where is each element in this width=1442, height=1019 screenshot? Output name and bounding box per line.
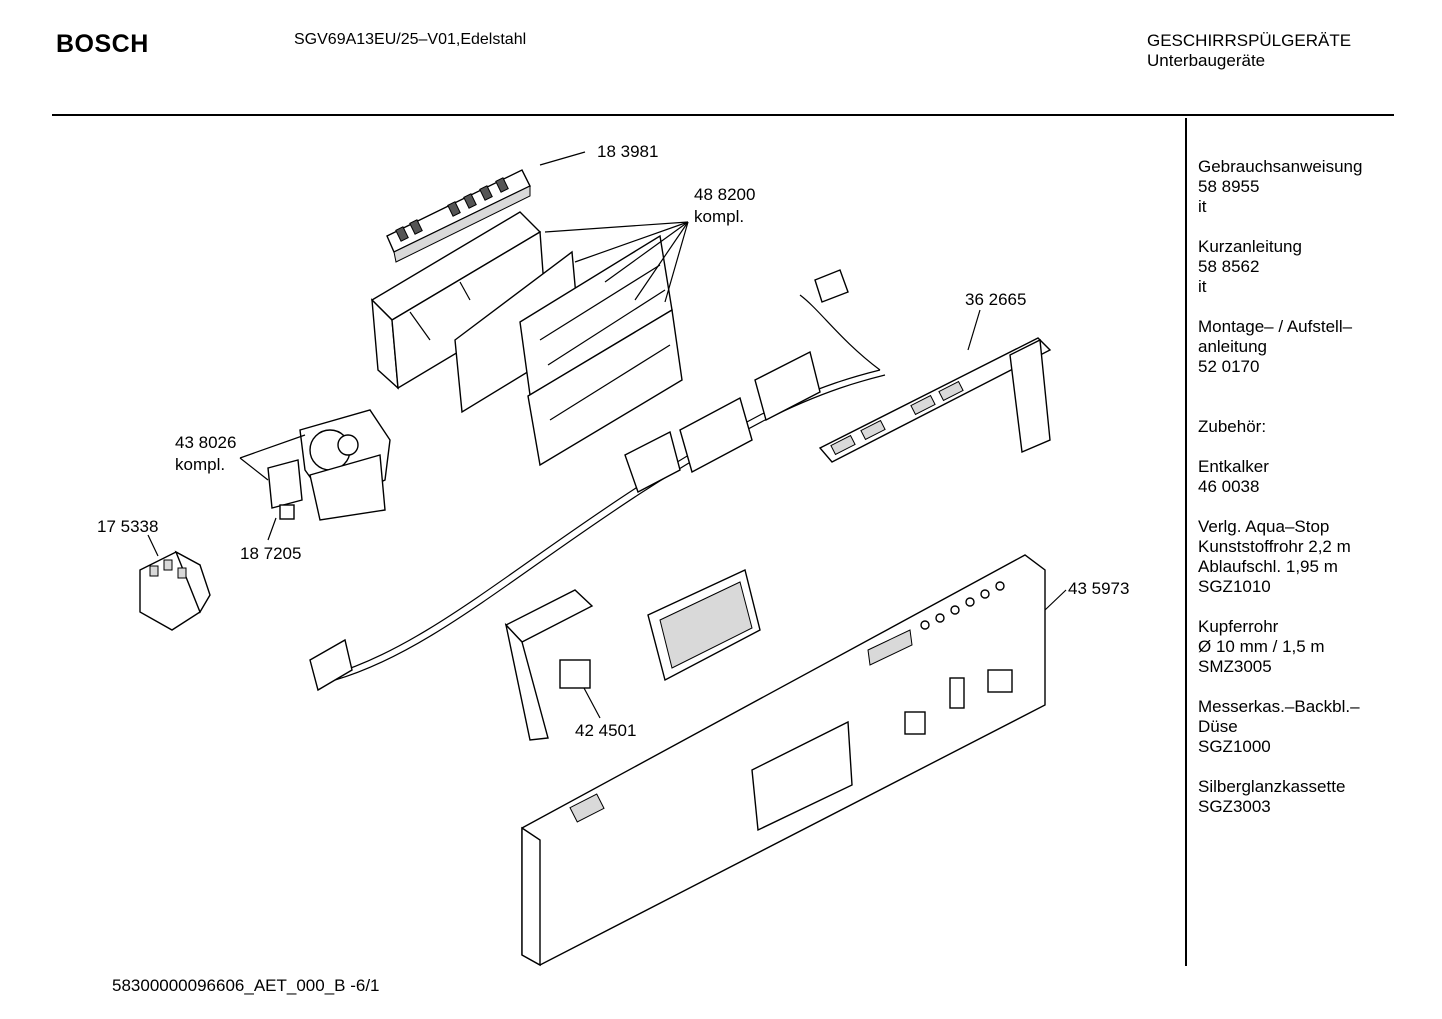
accessories-sidebar: Gebrauchsanweisung 58 8955 it Kurzanleit… [1198,157,1428,837]
part-175338-connector-block [139,550,211,631]
sidebar-section-descaler: Entkalker 46 0038 [1198,457,1428,497]
sidebar-line: 58 8955 [1198,177,1260,196]
sidebar-line: Entkalker [1198,457,1269,476]
sidebar-section-short-guide: Kurzanleitung 58 8562 it [1198,237,1428,297]
sidebar-line: Ablaufschl. 1,95 m [1198,557,1338,576]
category-title: GESCHIRRSPÜLGERÄTE [1147,31,1352,50]
sidebar-line: Düse [1198,717,1238,736]
sidebar-section-user-manual: Gebrauchsanweisung 58 8955 it [1198,157,1428,217]
sidebar-line: Verlg. Aqua–Stop [1198,517,1330,536]
part-label-438026-note: kompl. [175,455,225,474]
part-label-435973: 43 5973 [1068,579,1129,598]
sidebar-line: Silberglanzkassette [1198,777,1346,796]
sidebar-section-silver-cassette: Silberglanzkassette SGZ3003 [1198,777,1428,817]
part-label-424501: 42 4501 [575,721,636,740]
part-cable-harness [309,269,886,692]
part-183981-keypad-strip [386,169,531,263]
sidebar-line: it [1198,197,1207,216]
leader-lines [147,151,1067,719]
sidebar-line: SGZ3003 [1198,797,1271,816]
sidebar-line: it [1198,277,1207,296]
sidebar-line: anleitung [1198,337,1268,356]
sidebar-section-copper-pipe: Kupferrohr Ø 10 mm / 1,5 m SMZ3005 [1198,617,1428,677]
sidebar-line: Kurzanleitung [1198,237,1302,256]
part-362665-control-strip [818,337,1052,463]
sidebar-section-installation: Montage– / Aufstell– anleitung 52 0170 [1198,317,1428,377]
part-label-183981: 18 3981 [597,142,658,161]
part-488200-electronic-module [370,211,683,467]
exploded-view-drawing: 18 3981 48 8200 kompl. 36 2665 43 8026 k… [97,142,1129,967]
sidebar-section-accessories-heading: Zubehör: [1198,417,1428,437]
category-subtitle: Unterbaugeräte [1147,51,1266,70]
sidebar-line: Gebrauchsanweisung [1198,157,1363,176]
sidebar-line: Kunststoffrohr 2,2 m [1198,537,1351,556]
part-label-438026: 43 8026 [175,433,236,452]
sidebar-line: Montage– / Aufstell– [1198,317,1353,336]
sidebar-line: Kupferrohr [1198,617,1279,636]
sidebar-line: Messerkas.–Backbl.– [1198,697,1360,716]
sidebar-line: SGZ1010 [1198,577,1271,596]
part-label-175338: 17 5338 [97,517,158,536]
sidebar-line: SGZ1000 [1198,737,1271,756]
part-438026-motor-assembly [267,409,391,521]
brand-logo: BOSCH [56,30,149,58]
sidebar-section-aqua-stop: Verlg. Aqua–Stop Kunststoffrohr 2,2 m Ab… [1198,517,1428,597]
sidebar-line: 52 0170 [1198,357,1260,376]
part-label-362665: 36 2665 [965,290,1026,309]
part-label-488200-note: kompl. [694,207,744,226]
sidebar-line: Zubehör: [1198,417,1267,436]
part-label-187205: 18 7205 [240,544,301,563]
sidebar-line: Ø 10 mm / 1,5 m [1198,637,1325,656]
sidebar-section-nozzle: Messerkas.–Backbl.– Düse SGZ1000 [1198,697,1428,757]
sidebar-divider [1185,118,1187,966]
sidebar-line: 46 0038 [1198,477,1260,496]
product-category: GESCHIRRSPÜLGERÄTE Unterbaugeräte [1147,31,1351,71]
sidebar-line: 58 8562 [1198,257,1260,276]
document-code: 58300000096606_AET_000_B -6/1 [112,976,380,995]
header-divider [52,114,1394,116]
model-designation: SGV69A13EU/25–V01,Edelstahl [294,31,527,48]
part-435973-control-panel [504,554,1046,967]
sidebar-line: SMZ3005 [1198,657,1272,676]
part-label-488200: 48 8200 [694,185,755,204]
